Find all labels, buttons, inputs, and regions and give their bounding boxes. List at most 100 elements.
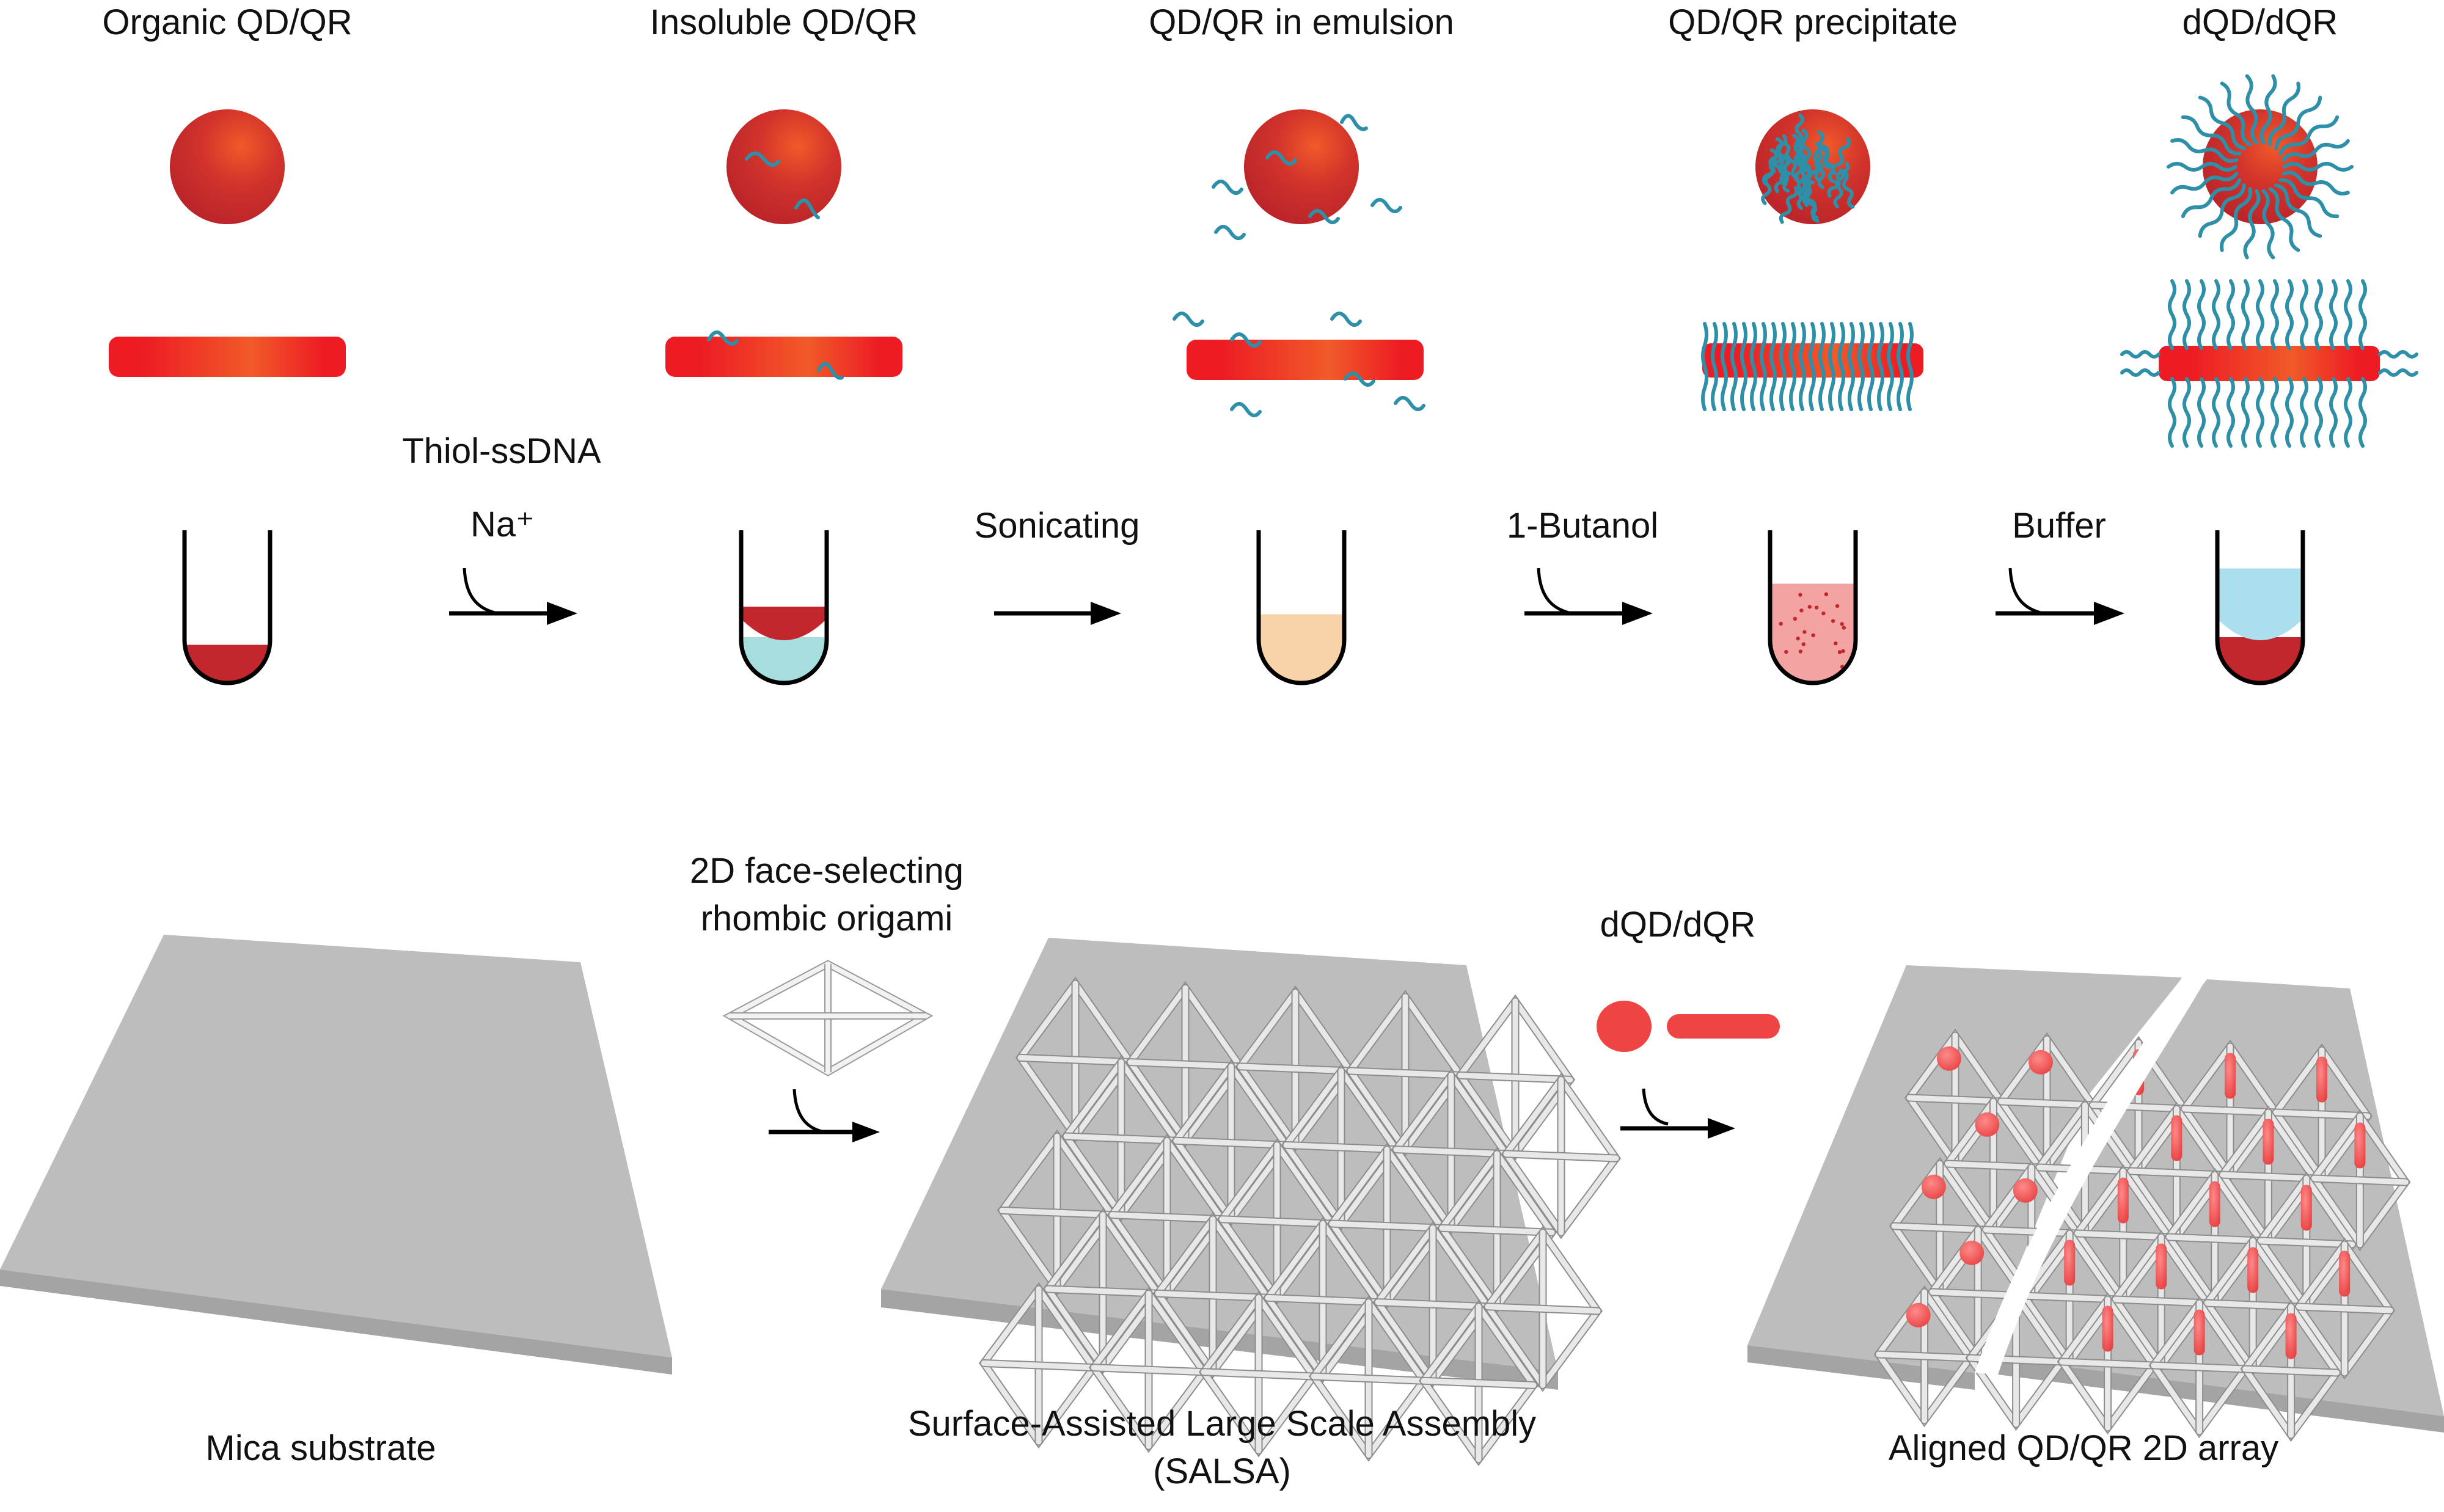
origami-tile — [1418, 1299, 1539, 1466]
origami-lattice — [978, 976, 1622, 1466]
dna-strand — [1867, 322, 1875, 411]
precipitate-speck — [1814, 605, 1819, 610]
precipitate-speck — [1811, 633, 1815, 638]
qd-insoluble — [726, 109, 841, 224]
tube-outline — [739, 530, 829, 685]
bound-quantum-rod — [2263, 1119, 2274, 1165]
dna-strand — [1906, 322, 1914, 411]
dna-strand — [2268, 187, 2300, 252]
origami-tile — [1904, 1028, 2006, 1171]
dna-strand — [2168, 377, 2176, 448]
bound-quantum-rod — [2102, 1306, 2113, 1352]
bound-quantum-dot — [1906, 1302, 1931, 1328]
dna-strand — [2197, 279, 2206, 350]
dna-strand — [2212, 377, 2220, 448]
dna-strand — [1809, 322, 1816, 411]
dna-strand — [1795, 141, 1809, 180]
origami-tile — [1501, 1073, 1622, 1240]
qd-emulsion — [1212, 109, 1402, 240]
dna-strand — [2278, 115, 2340, 156]
dna-strand — [2226, 279, 2235, 350]
step-label-buffer: Buffer — [2012, 506, 2106, 546]
precipitate-speck — [1784, 649, 1788, 654]
mica-substrate — [0, 935, 672, 1375]
bound-quantum-dot — [2029, 1050, 2053, 1075]
dna-strand — [1815, 149, 1826, 189]
tube-outline — [182, 530, 273, 685]
test-tube — [1768, 530, 1858, 685]
qd-precipitate — [1755, 109, 1870, 224]
stage-title-dqd: dQD/dQR — [2182, 2, 2338, 42]
tube-liquid — [741, 637, 827, 683]
dna-strand — [2261, 189, 2275, 260]
arrow-dqd-icon — [1620, 1088, 1735, 1139]
precipitate-speck — [1821, 611, 1826, 616]
dna-strand — [2281, 139, 2350, 162]
dna-strand — [1750, 322, 1757, 411]
test-tube — [2215, 530, 2305, 685]
dna-strand — [2329, 377, 2338, 448]
dna-strand — [1799, 322, 1806, 411]
arrow-buffer-icon — [1996, 568, 2124, 625]
dna-strand — [2314, 279, 2323, 350]
dna-strand — [2198, 95, 2246, 150]
origami-tile — [2057, 1292, 2159, 1435]
dna-strand — [1782, 141, 1799, 180]
test-tube — [182, 530, 273, 685]
bound-quantum-dot — [1937, 1046, 1961, 1071]
dna-strand — [2198, 183, 2246, 238]
precipitate-speck — [1842, 626, 1846, 630]
dna-strand — [2358, 279, 2367, 350]
dna-strand — [1789, 322, 1796, 411]
step-labels: Na⁺ Sonicating 1-Butanol Buffer — [470, 505, 2106, 546]
bound-quantum-dot — [1975, 1112, 2000, 1137]
bound-quantum-dot — [2013, 1178, 2038, 1203]
dna-strand — [2226, 377, 2235, 448]
dna-strand — [1848, 322, 1855, 411]
origami-label-line2: rhombic origami — [701, 899, 953, 938]
dqd-dot-icon — [1597, 1001, 1652, 1052]
bound-quantum-dot — [1921, 1174, 1946, 1199]
dna-strand — [2197, 377, 2206, 448]
dna-strand — [2344, 377, 2352, 448]
aligned-substrate — [1747, 965, 2444, 1442]
precipitate-speck — [1824, 592, 1829, 596]
precipitate-speck — [1834, 641, 1838, 646]
dna-strand — [1802, 184, 1820, 223]
dna-strand — [2270, 279, 2279, 350]
dna-strand — [2212, 279, 2220, 350]
dna-strand — [2283, 162, 2354, 172]
dna-strand — [2220, 187, 2252, 252]
dna-strand — [2170, 172, 2239, 195]
precipitate-speck — [1798, 649, 1803, 654]
reagent-thiol-ssdna: Thiol-ssDNA — [402, 431, 601, 471]
dna-strand — [2256, 279, 2264, 350]
dna-strand — [1801, 128, 1812, 169]
arrow-origami-icon — [769, 1089, 880, 1142]
origami-tile — [978, 1282, 1099, 1449]
dna-strand — [1779, 186, 1799, 224]
qd-organic — [170, 109, 285, 224]
bound-quantum-rod — [2171, 1115, 2182, 1161]
origami-tile — [2240, 1299, 2342, 1442]
quantum-rods-row — [109, 279, 2418, 448]
dna-strand — [2243, 189, 2261, 260]
origami-tile — [1088, 1287, 1209, 1453]
dqd-legend-icons — [1597, 1001, 1780, 1052]
step-label-na: Na⁺ — [470, 505, 535, 544]
dna-strand — [2278, 178, 2340, 219]
dna-strand — [2241, 279, 2250, 350]
dna-strand — [1838, 322, 1845, 411]
dna-strand — [2300, 377, 2308, 448]
arrow-na-icon — [449, 568, 577, 625]
origami-tile — [2255, 1171, 2357, 1314]
tube-liquid — [2217, 637, 2303, 683]
precipitate-speck — [1831, 619, 1835, 623]
bound-quantum-rod — [2117, 1177, 2129, 1224]
bound-quantum-rod — [2225, 1053, 2236, 1099]
precipitate-speck — [1793, 616, 1798, 621]
dna-strand — [2344, 279, 2352, 350]
dna-strand — [2274, 95, 2322, 150]
tube-liquid-layer — [2217, 568, 2303, 640]
dna-strand — [1769, 322, 1777, 411]
